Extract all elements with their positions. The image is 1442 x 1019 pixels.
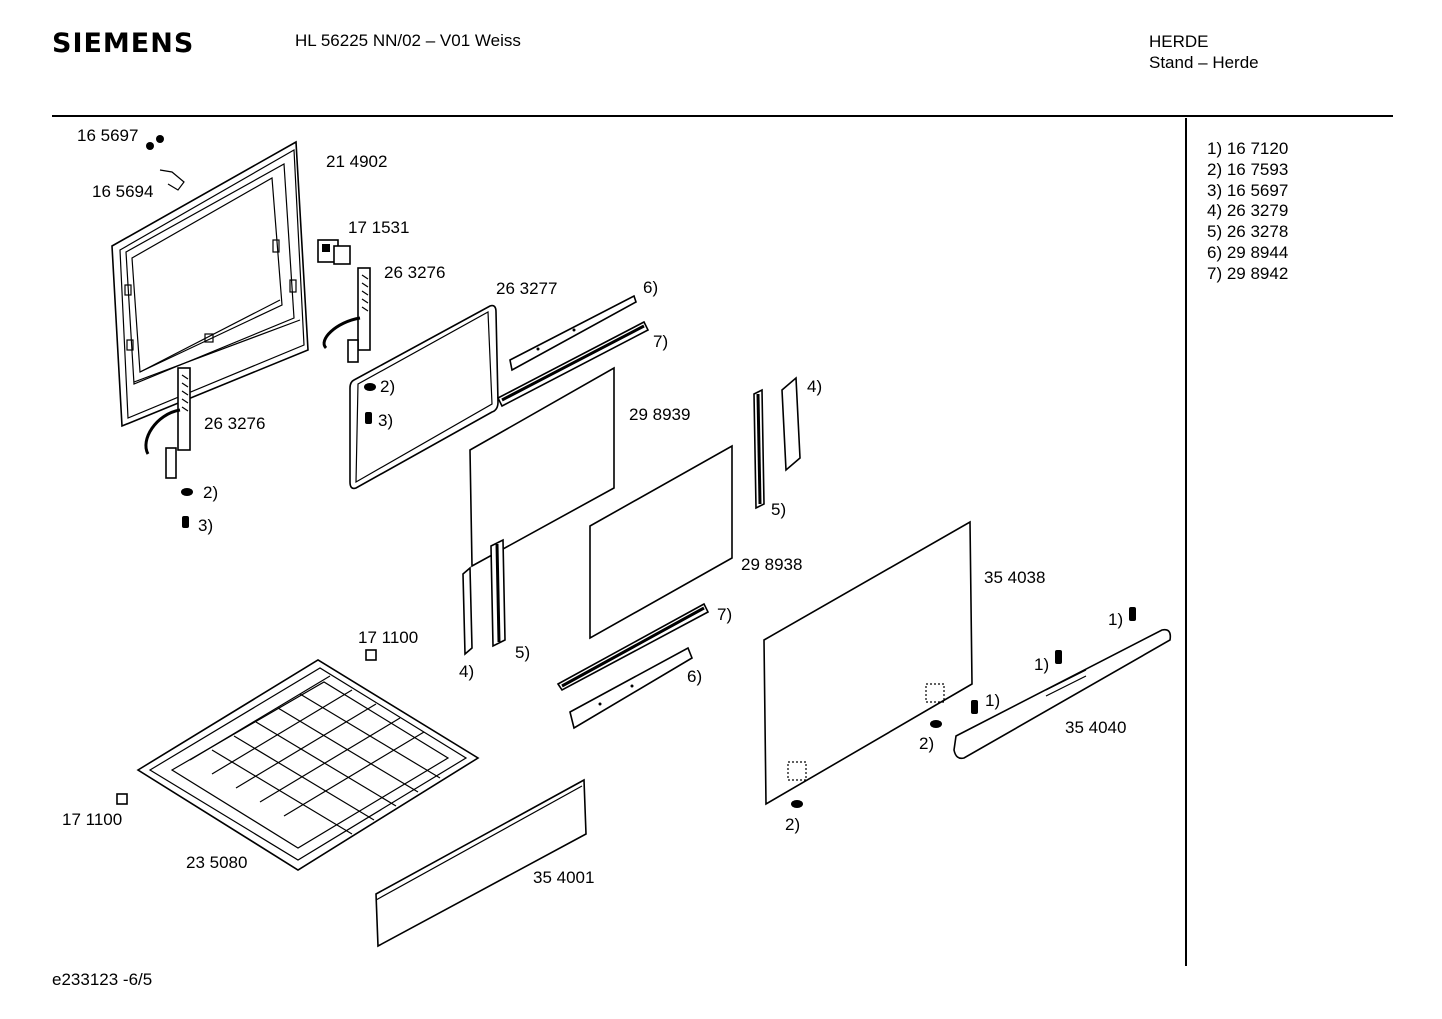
door-gasket-part <box>349 304 499 490</box>
ref-label: 2) <box>203 483 218 502</box>
tray-bumper-part <box>365 649 377 661</box>
parts-legend: 1) 16 7120 2) 16 7593 3) 16 5697 4) 26 3… <box>1207 139 1288 285</box>
ref-label: 4) <box>459 662 474 681</box>
tray-bumper-part <box>116 793 128 805</box>
legend-item: 7) 29 8942 <box>1207 263 1289 283</box>
ref-label: 2) <box>380 377 395 396</box>
legend-divider <box>1185 118 1187 966</box>
callout-label: 17 1100 <box>62 810 122 829</box>
legend-item: 5) 26 3278 <box>1207 222 1289 242</box>
ref-label: 7) <box>717 605 732 624</box>
screw-part <box>1055 650 1062 664</box>
screw-part <box>971 700 978 714</box>
ref-label: 6) <box>687 667 702 686</box>
callout-label: 16 5697 <box>77 126 138 145</box>
callout-label: 35 4001 <box>533 868 594 887</box>
callout-label: 29 8939 <box>629 405 690 424</box>
subcategory-title: Stand – Herde <box>1149 53 1259 72</box>
side-strip-4-part <box>781 376 801 472</box>
washer-part <box>930 720 942 728</box>
ref-label: 2) <box>785 815 800 834</box>
ref-label: 3) <box>198 516 213 535</box>
footer-code: e233123 -6/5 <box>52 970 153 989</box>
screw-part <box>146 135 164 150</box>
ref-label: 5) <box>515 643 530 662</box>
header-divider <box>52 115 1393 117</box>
hinge-lower-part <box>144 367 191 479</box>
callout-label: 16 5694 <box>92 182 153 201</box>
glass-pane-outer-part <box>763 520 973 806</box>
door-frame-part <box>111 140 309 428</box>
ref-label: 1) <box>985 691 1000 710</box>
legend-item: 4) 26 3279 <box>1207 201 1289 221</box>
callout-label: 35 4038 <box>984 568 1045 587</box>
rail-upper-7-part <box>496 320 650 408</box>
ref-label: 3) <box>378 411 393 430</box>
screw-part <box>365 412 372 424</box>
callout-label: 17 1100 <box>358 628 418 647</box>
baking-tray-part <box>136 659 480 871</box>
glass-pane-middle-part <box>589 444 733 640</box>
hinge-upper-part <box>322 267 371 363</box>
callout-label: 26 3277 <box>496 279 557 298</box>
ref-label: 7) <box>653 332 668 351</box>
category-block: HERDE Stand – Herde <box>1149 31 1259 73</box>
category-title: HERDE <box>1149 32 1209 51</box>
door-handle-part <box>953 628 1172 760</box>
legend-item: 3) 16 5697 <box>1207 180 1289 200</box>
screw-part <box>182 516 189 528</box>
legend-item: 2) 16 7593 <box>1207 159 1289 179</box>
side-strip-4b-part <box>462 566 473 656</box>
washer-part <box>181 488 193 496</box>
brand-logo: SIEMENS <box>52 28 195 59</box>
ref-label: 1) <box>1034 655 1049 674</box>
callout-label: 35 4040 <box>1065 718 1126 737</box>
side-strip-5-part <box>753 388 765 510</box>
callout-label: 23 5080 <box>186 853 247 872</box>
legend-item: 6) 29 8944 <box>1207 242 1289 262</box>
washer-part <box>364 383 376 391</box>
model-title: HL 56225 NN/02 – V01 Weiss <box>295 31 521 50</box>
ref-label: 1) <box>1108 610 1123 629</box>
ref-label: 5) <box>771 500 786 519</box>
legend-item: 1) 16 7120 <box>1207 139 1289 158</box>
screw-part <box>1129 607 1136 621</box>
rail-upper-6-part <box>509 294 637 372</box>
side-strip-5b-part <box>490 538 506 648</box>
drawer-panel-part <box>375 778 587 948</box>
glass-pane-inner-part <box>469 366 615 568</box>
callout-label: 17 1531 <box>348 218 409 237</box>
ref-label: 2) <box>919 734 934 753</box>
ref-label: 6) <box>643 278 658 297</box>
clip-part <box>159 169 185 191</box>
rail-lower-7-part <box>556 602 710 692</box>
callout-label: 29 8938 <box>741 555 802 574</box>
exploded-parts-diagram: 16 5697 16 5694 21 4902 17 1531 26 3276 … <box>62 126 1172 948</box>
rail-lower-6-part <box>569 646 693 730</box>
callout-label: 26 3276 <box>384 263 445 282</box>
callout-label: 26 3276 <box>204 414 265 433</box>
callout-label: 21 4902 <box>326 152 387 171</box>
washer-part <box>791 800 803 808</box>
ref-label: 4) <box>807 377 822 396</box>
hinge-block-part <box>317 239 351 265</box>
